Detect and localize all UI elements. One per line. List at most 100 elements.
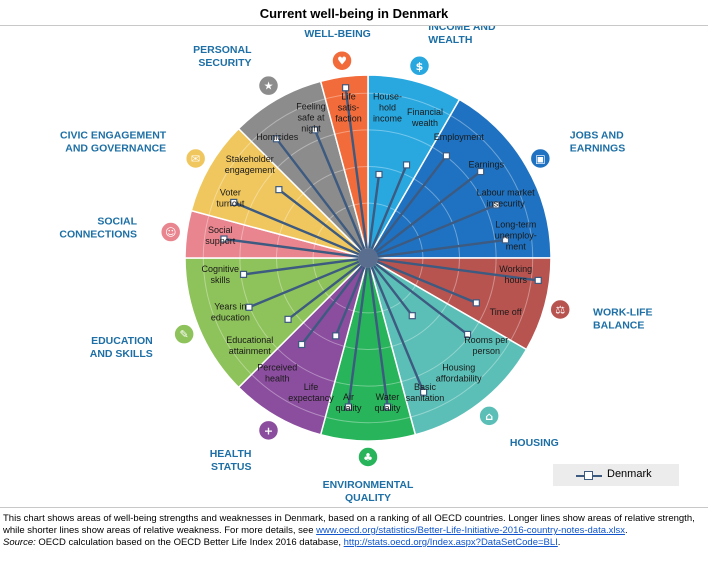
category-sectors <box>184 74 552 442</box>
cross-icon <box>257 419 280 442</box>
notes-link-end: . <box>625 525 628 536</box>
chart-notes: This chart shows areas of well-being str… <box>3 513 705 549</box>
sector-subjective <box>319 74 369 259</box>
indicator-label: Earnings <box>468 159 504 169</box>
top-divider <box>0 25 708 26</box>
spoke-marker <box>298 340 306 349</box>
spoke-line <box>278 188 361 253</box>
spoke-marker <box>284 315 292 323</box>
spoke-marker <box>477 167 485 176</box>
runner-icon <box>257 74 280 97</box>
source-link-end: . <box>557 537 561 548</box>
notes-link[interactable]: www.oecd.org/statistics/Better-Life-Init… <box>316 525 626 536</box>
category-icons: $▣⚖⌂♣+✎☺✉★♥ <box>159 49 571 468</box>
source-link[interactable]: http://stats.oecd.org/Index.aspx?DataSet… <box>343 537 558 548</box>
source-text: OECD calculation based on the OECD Bette… <box>38 537 341 548</box>
spoke-line <box>368 174 381 249</box>
runner-icon-glyph: ★ <box>264 80 274 93</box>
sector-housing <box>366 256 528 436</box>
bottom-divider <box>0 507 708 508</box>
spoke-line <box>344 87 368 249</box>
spoke-marker <box>332 332 340 340</box>
grid-ring <box>312 202 424 314</box>
category-label-subjective: SUBJECTIVEWELL-BEING <box>304 26 371 40</box>
spoke-marker <box>384 403 392 411</box>
spoke-line <box>275 138 363 251</box>
indicator-spokes <box>220 84 542 411</box>
spoke-line <box>300 265 363 346</box>
heart-icon <box>331 49 353 72</box>
spoke-line <box>375 170 482 253</box>
chart-title: Current well-being in Denmark <box>259 6 449 21</box>
spoke-line <box>223 237 359 258</box>
money-icon <box>408 55 431 77</box>
category-label-housing: HOUSING <box>510 437 559 449</box>
spoke-marker <box>245 303 253 311</box>
briefcase-icon-glyph: ▣ <box>535 153 545 166</box>
sector-security <box>237 80 370 261</box>
spoke-line <box>233 201 360 256</box>
spoke-line <box>313 129 366 250</box>
spoke-marker <box>472 299 480 307</box>
spoke-marker <box>230 198 238 206</box>
grid-ring <box>276 166 460 350</box>
sector-income <box>367 74 461 261</box>
spoke-marker <box>341 84 350 92</box>
money-icon-glyph: $ <box>416 60 424 73</box>
spoke-line <box>375 263 469 336</box>
spoke-line <box>368 267 389 408</box>
sector-civic <box>190 127 371 260</box>
spoke-marker <box>408 312 416 320</box>
pencil-icon-glyph: ✎ <box>180 328 189 341</box>
sector-environment <box>319 255 417 442</box>
heart-icon-glyph: ♥ <box>337 55 347 68</box>
spoke-marker <box>220 235 228 243</box>
spoke-marker <box>463 330 472 338</box>
spoke-line <box>287 263 361 321</box>
legend <box>553 464 679 486</box>
people-icon <box>159 221 182 243</box>
grid-ring <box>239 129 497 387</box>
spoke-line <box>377 238 506 258</box>
house-icon-glyph: ⌂ <box>485 410 493 423</box>
envelope-icon-glyph: ✉ <box>191 153 200 166</box>
spoke-marker <box>492 201 500 209</box>
spoke-marker <box>442 152 451 160</box>
cross-icon-glyph: + <box>264 424 273 437</box>
spoke-marker <box>501 236 510 244</box>
pencil-icon <box>173 323 195 345</box>
tree-icon-glyph: ♣ <box>363 451 373 464</box>
spoke-marker <box>275 186 283 194</box>
briefcase-icon <box>529 147 552 170</box>
sector-jobs <box>366 98 552 259</box>
spoke-marker <box>375 170 383 179</box>
sector-worklife <box>365 257 552 351</box>
chart-hub <box>358 248 378 268</box>
sector-education <box>184 257 370 389</box>
legend-label: Denmark <box>607 468 652 480</box>
spoke-marker <box>272 135 281 143</box>
